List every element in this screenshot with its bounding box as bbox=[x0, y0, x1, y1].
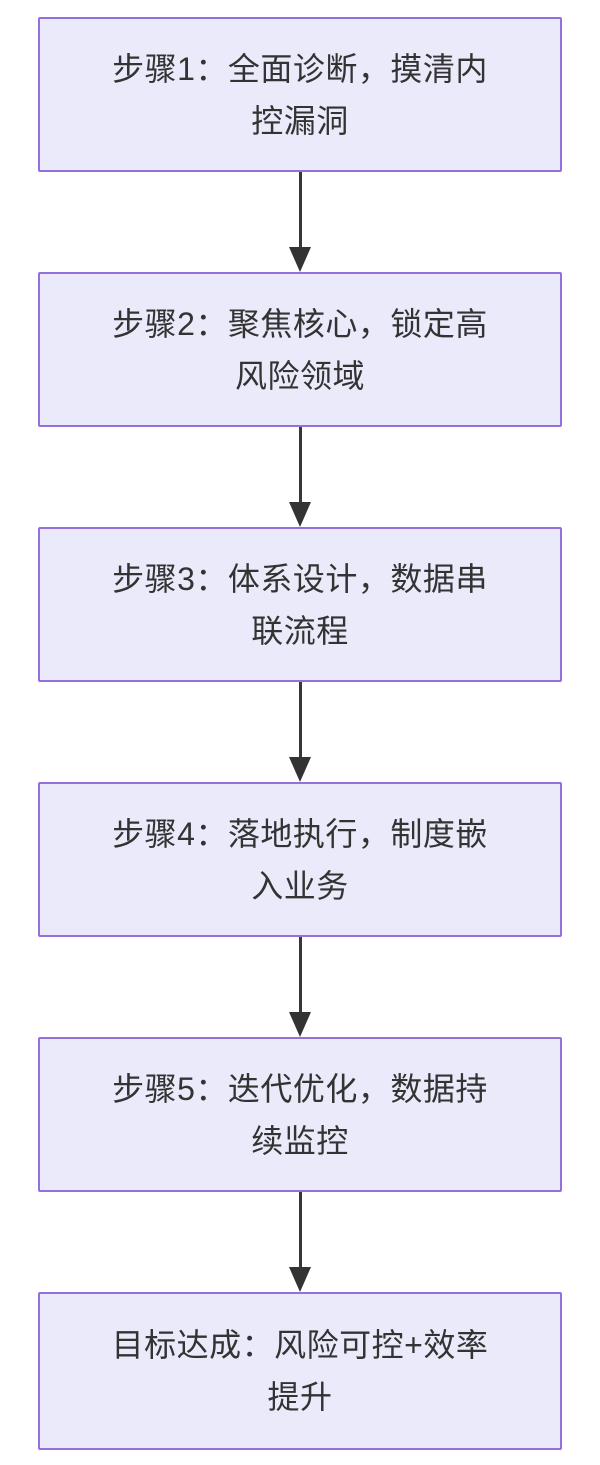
arrow-down-icon bbox=[289, 1012, 311, 1037]
flow-arrow-2 bbox=[38, 427, 562, 527]
flow-node-step4-label: 步骤4：落地执行，制度嵌 入业务 bbox=[112, 815, 488, 904]
arrow-line bbox=[298, 682, 302, 757]
arrow-line bbox=[298, 1192, 302, 1267]
arrow-down-icon bbox=[289, 1267, 311, 1292]
arrow-down-icon bbox=[289, 247, 311, 272]
arrow-line bbox=[298, 172, 302, 247]
flow-node-step2-label: 步骤2：聚焦核心，锁定高 风险领域 bbox=[112, 305, 488, 394]
flow-arrow-1 bbox=[38, 172, 562, 272]
arrow-down-icon bbox=[289, 757, 311, 782]
flow-arrow-3 bbox=[38, 682, 562, 782]
flow-node-step1: 步骤1：全面诊断，摸清内 控漏洞 bbox=[38, 17, 562, 172]
flow-node-step3: 步骤3：体系设计，数据串 联流程 bbox=[38, 527, 562, 682]
flow-node-step5: 步骤5：迭代优化，数据持 续监控 bbox=[38, 1037, 562, 1192]
arrow-line bbox=[298, 937, 302, 1012]
flow-arrow-4 bbox=[38, 937, 562, 1037]
flow-node-step2: 步骤2：聚焦核心，锁定高 风险领域 bbox=[38, 272, 562, 427]
flow-arrow-5 bbox=[38, 1192, 562, 1292]
arrow-down-icon bbox=[289, 502, 311, 527]
flow-node-step1-label: 步骤1：全面诊断，摸清内 控漏洞 bbox=[112, 50, 488, 139]
flow-node-step5-label: 步骤5：迭代优化，数据持 续监控 bbox=[112, 1070, 488, 1159]
flow-node-goal-label: 目标达成：风险可控+效率 提升 bbox=[111, 1327, 489, 1415]
flow-node-goal: 目标达成：风险可控+效率 提升 bbox=[38, 1292, 562, 1450]
arrow-line bbox=[298, 427, 302, 502]
flow-node-step4: 步骤4：落地执行，制度嵌 入业务 bbox=[38, 782, 562, 937]
flow-node-step3-label: 步骤3：体系设计，数据串 联流程 bbox=[112, 560, 488, 649]
